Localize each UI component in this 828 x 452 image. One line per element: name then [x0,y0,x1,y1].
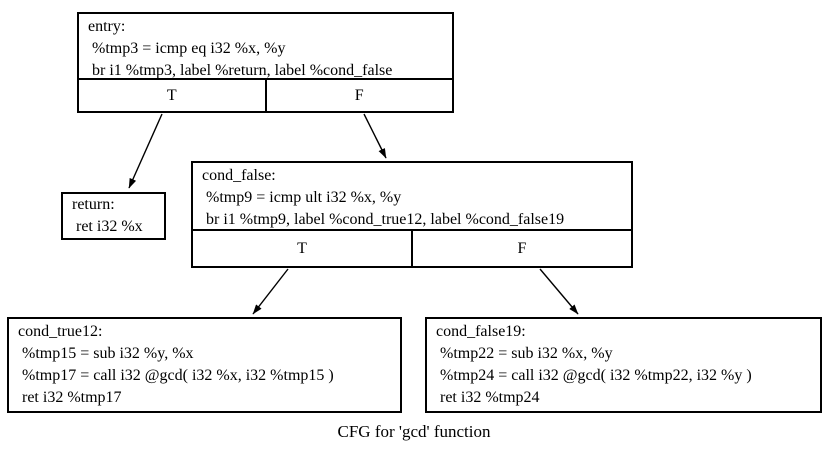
ir-instruction: br i1 %tmp3, label %return, label %cond_… [88,62,393,79]
branch-true-cell: T [297,239,307,257]
ir-instruction: ret i32 %x [72,218,143,235]
edge-entry-false-arrow [363,113,387,159]
branch-true-cell: T [166,86,177,104]
node-return: return: ret i32 %x [61,192,166,240]
ir-instruction: %tmp3 = icmp eq i32 %x, %y [88,40,286,57]
ir-instruction: %tmp15 = sub i32 %y, %x [18,345,194,362]
graph-caption: CFG for 'gcd' function [337,422,491,441]
node-cond-true12: cond_true12: %tmp15 = sub i32 %y, %x %tm… [7,317,402,413]
node-cond-true12-body: cond_true12: %tmp15 = sub i32 %y, %x %tm… [9,319,400,409]
edge-cond-false-true-arrow [252,268,289,315]
node-cond-false: cond_false: %tmp9 = icmp ult i32 %x, %y … [191,161,633,268]
basic-block-label: cond_false19: [436,323,526,340]
node-entry-body: entry: %tmp3 = icmp eq i32 %x, %y br i1 … [79,14,452,82]
node-cond-false19-body: cond_false19: %tmp22 = sub i32 %x, %y %t… [427,319,820,409]
node-cond-false19: cond_false19: %tmp22 = sub i32 %x, %y %t… [425,317,822,413]
branch-false-cell: F [411,231,631,266]
node-return-body: return: ret i32 %x [63,194,164,238]
basic-block-label: entry: [88,18,126,35]
ir-instruction: br i1 %tmp9, label %cond_true12, label %… [202,211,565,228]
ir-instruction: ret i32 %tmp17 [18,389,122,406]
branch-row: T F [193,229,631,266]
ir-instruction: %tmp9 = icmp ult i32 %x, %y [202,189,402,206]
branch-false-cell: F [264,80,453,111]
ir-instruction: ret i32 %tmp24 [436,389,540,406]
ir-instruction: %tmp24 = call i32 @gcd( i32 %tmp22, i32 … [436,367,752,384]
basic-block-label: cond_false: [202,167,276,184]
basic-block-label: return: [72,196,115,213]
edge-cond-false-false-arrow [539,268,579,315]
ir-instruction: %tmp22 = sub i32 %x, %y [436,345,613,362]
ir-instruction: %tmp17 = call i32 @gcd( i32 %x, i32 %tmp… [18,367,334,384]
edge-entry-true-arrow [128,113,163,189]
node-cond-false-body: cond_false: %tmp9 = icmp ult i32 %x, %y … [193,163,631,231]
basic-block-label: cond_true12: [18,323,103,340]
branch-row: T F [79,78,452,111]
node-entry: entry: %tmp3 = icmp eq i32 %x, %y br i1 … [77,12,454,113]
